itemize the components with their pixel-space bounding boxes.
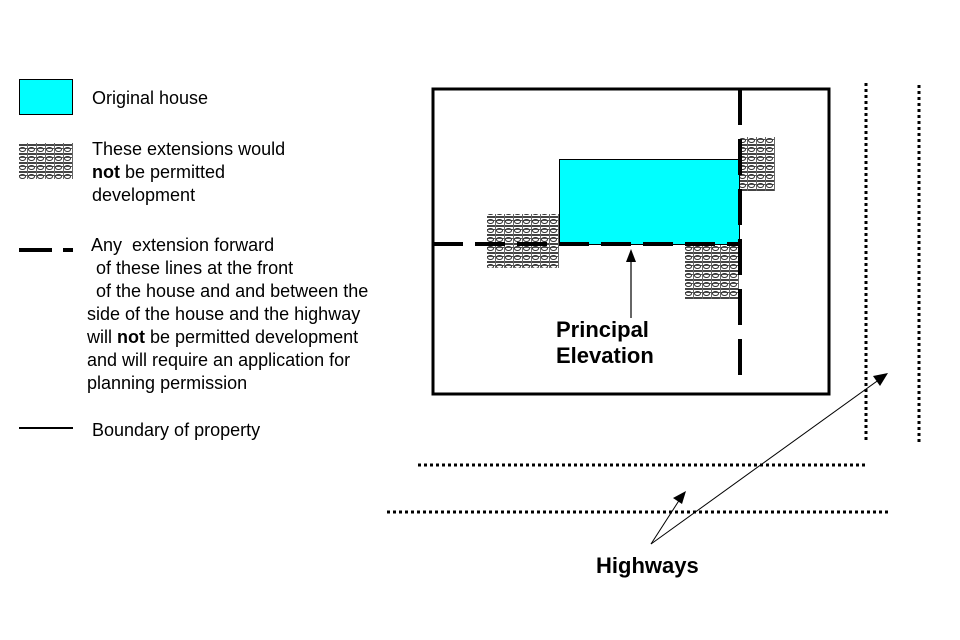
legend-not-permitted-bold: not [92,162,120,182]
legend-not-permitted-label: These extensions would not be permitted … [92,138,285,207]
extension-front-right [685,244,739,299]
legend-boundary-label: Boundary of property [92,420,261,440]
legend-forward-line5-pre: will [87,327,117,347]
legend-not-permitted-swatch [19,143,73,179]
legend-forward-line5-bold: not [117,327,145,347]
highways-arrow-to-horizontal [650,491,686,545]
legend-forward-line5-rest: be permitted development [144,327,359,347]
highways-arrow-to-vertical [650,373,888,545]
principal-elevation-arrow [626,249,636,318]
legend-forward-line1: Any extension forward [91,235,275,255]
highways-label: Highways [596,553,699,578]
legend-not-permitted-line3: development [92,185,196,205]
legend-forward-line3: of the house and and between the [91,281,369,301]
legend-forward-line7: planning permission [87,373,248,393]
legend-forward-line4: side of the house and the highway [87,304,361,324]
legend-forward-line6: and will require an application for [87,350,351,370]
legend-forward-line2: of these lines at the front [91,258,294,278]
legend-original-house-swatch [19,79,73,115]
principal-elevation-line2: Elevation [556,343,654,368]
legend-not-permitted-line1: These extensions would [92,139,286,159]
extension-left [487,214,559,268]
legend-original-house-label: Original house [92,88,209,108]
extension-right-top [739,137,775,191]
property-boundary [431,87,831,396]
principal-elevation-line1: Principal [556,317,649,342]
legend-forward-line-label: Any extension forward of these lines at … [87,234,368,395]
original-house [559,159,740,245]
legend-not-permitted-line2: be permitted [119,162,226,182]
